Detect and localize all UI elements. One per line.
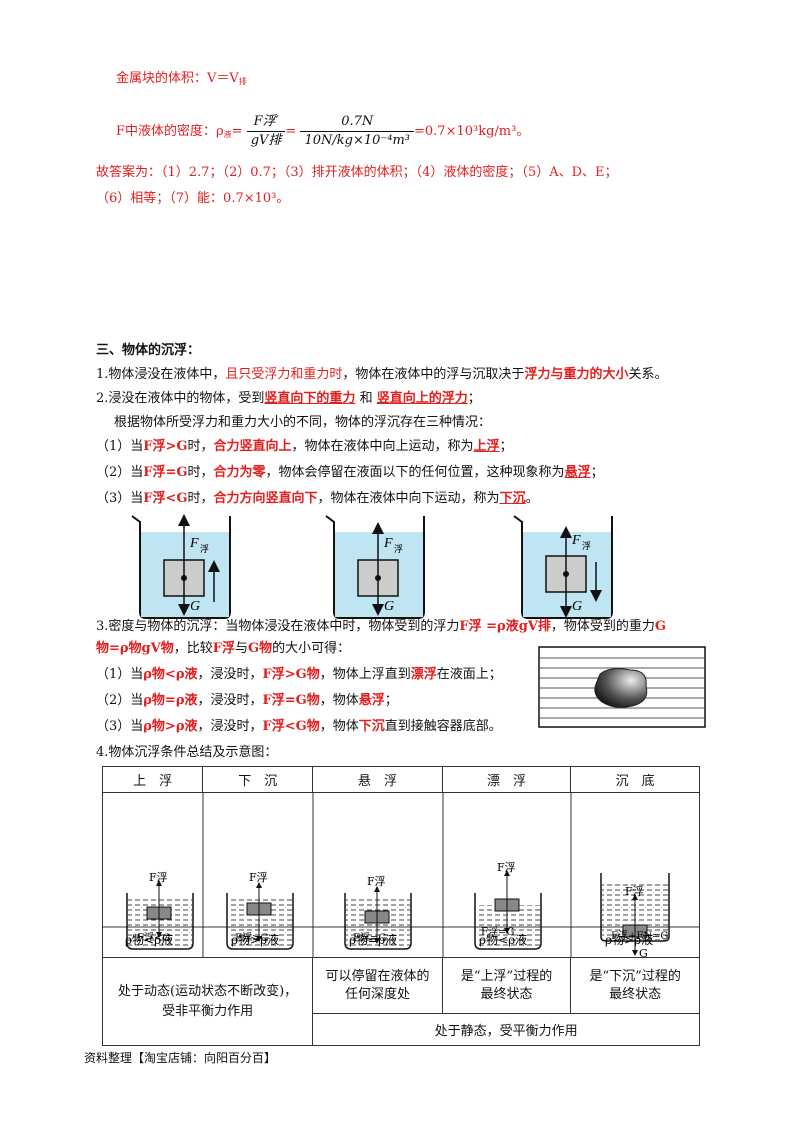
svg-text:F浮=G: F浮=G (353, 932, 386, 944)
final-answer-2: （6）相等；（7）能：0.7×10³。 (96, 191, 290, 206)
case-3: （3）当F浮<G时，合力方向竖直向下，物体在液体中向下运动，称为下沉。 (96, 491, 539, 506)
density-formula: F中液体的密度：ρ液= F浮′ gV排 = 0.7N 10N/kg×10⁻⁴m³… (116, 113, 530, 150)
svg-text:F浮>G: F浮>G (235, 932, 268, 944)
para-3: 根据物体所受浮力和重力大小的不同，物体的浮沉存在三种情况： (114, 415, 492, 430)
svg-text:G: G (572, 599, 582, 614)
desc-static: 处于静态，受平衡力作用 (312, 1013, 700, 1046)
density-case-2: （2）当ρ物=ρ液，浸没时，F浮=G物，物体悬浮； (96, 693, 398, 708)
svg-text:浮: 浮 (394, 543, 403, 555)
svg-text:F浮: F浮 (497, 861, 516, 874)
liquid-rock-diagram (538, 646, 706, 728)
relation-4: ρ物<ρ液 (479, 932, 527, 947)
svg-text:F: F (571, 533, 581, 548)
svg-text:F浮: F浮 (249, 871, 268, 884)
svg-text:浮: 浮 (582, 540, 591, 552)
beaker-diagrams: F 浮 G F 浮 G F 浮 G (131, 514, 613, 619)
relation-3: ρ物=ρ液 (349, 932, 397, 947)
density-para-1: 3.密度与物体的沉浮：当物体浸没在液体中时，物体受到的浮力F浮 =ρ液gV排，物… (96, 619, 667, 634)
case-1: （1）当F浮>G时，合力竖直向上，物体在液体中向上运动，称为上浮； (96, 439, 513, 454)
relation-2: ρ物>ρ液 (231, 932, 279, 947)
svg-text:F浮+FN=G: F浮+FN=G (611, 930, 668, 942)
header-bottom: 沉 底 (570, 766, 700, 793)
fig-sinking: F浮 F浮>G (226, 871, 294, 950)
header-rise: 上 浮 (101, 766, 204, 793)
density-case-1: （1）当ρ物<ρ液，浸没时，F浮>G物，物体上浮直到漂浮在液面上； (96, 667, 502, 682)
fig-rising: F浮 F浮<G (126, 871, 194, 950)
svg-text:F浮: F浮 (625, 885, 644, 898)
fig-bottom: F浮 F浮+FN=G G (600, 873, 670, 957)
header-sink: 下 沉 (202, 766, 314, 793)
summary-table: 上 浮 下 沉 悬 浮 漂 浮 沉 底 (101, 766, 700, 1046)
svg-text:F浮: F浮 (367, 875, 386, 888)
summary-title: 4.物体沉浮条件总结及示意图： (96, 745, 278, 760)
fig-floating: F浮 F浮=G (474, 861, 542, 950)
desc-dynamic: 处于动态(运动状态不断改变)， 受非平衡力作用 (101, 957, 314, 1046)
svg-text:G: G (639, 947, 648, 957)
beaker-suspended: F 浮 G (325, 515, 425, 619)
density-case-3: （3）当ρ物>ρ液，浸没时，F浮<G物，物体下沉直到接触容器底部。 (96, 719, 502, 734)
section-title: 三、物体的沉浮： (96, 343, 201, 358)
desc-float: 是“上浮”过程的最终状态 (441, 957, 572, 1014)
para-1: 1.物体浸没在液体中，且只受浮力和重力时，物体在液体中的浮与沉取决于浮力与重力的… (96, 367, 668, 382)
svg-text:F: F (383, 536, 393, 551)
beaker-sinking: F 浮 G (513, 515, 613, 619)
density-para-2: 物=ρ物gV物，比较F浮与G物的大小可得： (96, 641, 351, 656)
svg-text:浮: 浮 (200, 543, 209, 555)
relation-5: ρ物>ρ液 (605, 932, 653, 947)
para-2: 2.浸没在液体中的物体，受到竖直向下的重力 和 竖直向上的浮力； (96, 391, 481, 406)
svg-text:G: G (190, 599, 200, 614)
header-float: 漂 浮 (441, 766, 572, 793)
volume-line: 金属块的体积：V＝V排 (116, 71, 247, 86)
beaker-rising: F 浮 G (131, 514, 231, 619)
svg-text:G: G (384, 599, 394, 614)
relation-1: ρ物<ρ液 (125, 932, 173, 947)
summary-figures: F浮 F浮<G F浮 F浮>G (103, 793, 699, 957)
desc-sink: 是“下沉”过程的最终状态 (570, 957, 700, 1014)
fraction-2: 0.7N 10N/kg×10⁻⁴m³ (300, 113, 414, 150)
header-suspend: 悬 浮 (312, 766, 443, 793)
svg-text:F浮<G: F浮<G (137, 932, 170, 944)
footer: 资料整理【淘宝店铺：向阳百分百】 (84, 1051, 277, 1065)
fig-suspended: F浮 F浮=G (344, 875, 412, 950)
desc-suspend: 可以停留在液体的任何深度处 (312, 957, 443, 1014)
final-answer-1: 故答案为：（1）2.7；（2）0.7；（3）排开液体的体积；（4）液体的密度；（… (96, 165, 618, 180)
svg-text:F: F (189, 536, 199, 551)
svg-text:F浮: F浮 (149, 871, 168, 884)
figures-row: F浮 F浮<G F浮 F浮>G (102, 792, 700, 958)
case-2: （2）当F浮=G时，合力为零，物体会停留在液面以下的任何位置，这种现象称为悬浮； (96, 465, 604, 480)
fraction-1: F浮′ gV排 (246, 113, 286, 150)
svg-text:F浮=G: F浮=G (481, 926, 514, 938)
